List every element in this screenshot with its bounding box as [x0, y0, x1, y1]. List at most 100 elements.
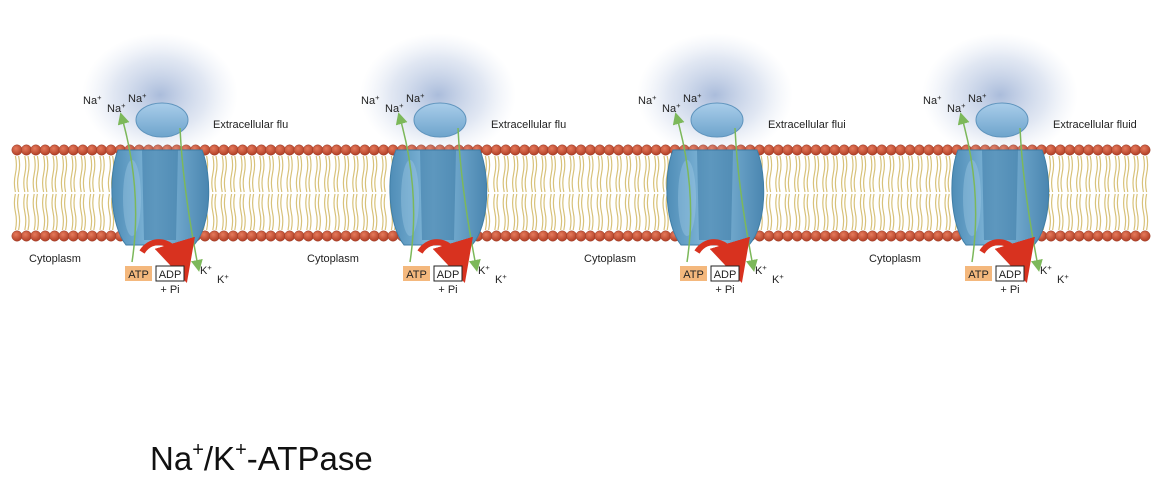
lipid-head-outer	[1045, 144, 1057, 156]
atpase-cap	[975, 102, 1029, 138]
lipid-head-inner	[359, 230, 371, 242]
lipid-tail-pair	[23, 155, 30, 231]
lipid-head-outer	[1054, 144, 1066, 156]
lipid-head-inner	[340, 230, 352, 242]
lipid-tail-pair	[361, 155, 368, 231]
lipid-head-outer	[349, 144, 361, 156]
atp-hydrolysis-arrow	[694, 236, 750, 283]
lipid-head-outer	[246, 144, 258, 156]
adp-label: ADP	[714, 269, 737, 281]
lipid-tail-pair	[878, 155, 885, 231]
lipid-head-inner	[312, 230, 324, 242]
sodium-glow	[82, 33, 238, 157]
lipid-head-inner	[660, 230, 672, 242]
lipid-head-outer	[932, 144, 944, 156]
sodium-ion-label-2: Na+	[662, 101, 681, 115]
lipid-head-outer	[490, 144, 502, 156]
extracellular-fluid-label: Extracellular flui	[768, 119, 846, 131]
lipid-head-outer	[1101, 144, 1113, 156]
adp-label: ADP	[999, 269, 1022, 281]
potassium-ion-label-2: K+	[772, 272, 784, 286]
lipid-head-outer	[537, 144, 549, 156]
lipid-head-outer	[77, 144, 89, 156]
lipid-head-outer	[556, 144, 568, 156]
lipid-tail-pair	[277, 155, 284, 231]
phosphate-label: + Pi	[160, 284, 179, 296]
lipid-tail-pair	[888, 155, 895, 231]
extracellular-fluid-label: Extracellular fluid	[1053, 119, 1137, 131]
sodium-arrow	[957, 112, 977, 263]
lipid-head-inner	[763, 230, 775, 242]
lipid-head-outer	[1139, 144, 1151, 156]
lipid-head-inner	[39, 230, 51, 242]
atp-label: ATP	[683, 269, 704, 281]
lipid-tail-pair	[869, 155, 876, 231]
lipid-head-inner	[613, 230, 625, 242]
lipid-head-inner	[1054, 230, 1066, 242]
lipid-head-outer	[255, 144, 267, 156]
lipid-tail-pair	[577, 155, 585, 231]
lipid-head-outer	[481, 144, 493, 156]
lipid-head-outer	[96, 144, 108, 156]
atp-label: ATP	[128, 269, 149, 281]
lipid-tail-pair	[1104, 155, 1111, 231]
lipid-head-inner	[895, 230, 907, 242]
lipid-tail-pair	[925, 155, 932, 231]
lipid-head-outer	[378, 144, 390, 156]
lipid-head-inner	[932, 230, 944, 242]
lipid-tail-pair	[79, 155, 86, 231]
lipid-head-outer	[829, 144, 841, 156]
lipid-tail-pair	[371, 155, 378, 231]
lipid-head-inner	[838, 230, 850, 242]
lipid-tail-pair	[1113, 155, 1120, 231]
lipid-head-inner	[876, 230, 888, 242]
lipid-head-outer	[810, 144, 822, 156]
lipid-tail-pair	[333, 155, 340, 231]
lipid-head-inner	[509, 230, 521, 242]
lipid-head-inner	[584, 230, 596, 242]
lipid-tail-pair	[220, 155, 227, 231]
lipid-head-inner	[801, 230, 813, 242]
lipid-head-outer	[923, 144, 935, 156]
lipid-head-inner	[1064, 230, 1076, 242]
sodium-ion-label-1: Na+	[638, 93, 657, 107]
lipid-head-inner	[349, 230, 361, 242]
lipid-tail-pair	[295, 155, 303, 231]
lipid-tail-pair	[568, 155, 575, 231]
lipid-head-outer	[885, 144, 897, 156]
lipid-head-inner	[1111, 230, 1123, 242]
lipid-head-inner	[378, 230, 390, 242]
lipid-head-outer	[321, 144, 333, 156]
phosphate-label: + Pi	[715, 284, 734, 296]
lipid-tail-pair	[51, 155, 58, 231]
lipid-head-inner	[622, 230, 634, 242]
lipid-head-outer	[904, 144, 916, 156]
lipid-head-outer	[819, 144, 831, 156]
sodium-arrow	[117, 112, 137, 263]
atp-box	[680, 266, 707, 281]
lipid-head-outer	[584, 144, 596, 156]
lipid-head-outer	[284, 144, 296, 156]
sodium-ion-label-3: Na+	[406, 91, 425, 105]
lipid-head-inner	[885, 230, 897, 242]
potassium-ion-label-1: K+	[1040, 263, 1052, 277]
sodium-ion-label-3: Na+	[683, 91, 702, 105]
lipid-tail-pair	[70, 155, 77, 231]
lipid-head-inner	[650, 230, 662, 242]
lipid-head-inner	[575, 230, 587, 242]
lipid-head-outer	[566, 144, 578, 156]
lipid-head-inner	[866, 230, 878, 242]
sodium-ion-label-3: Na+	[128, 91, 147, 105]
lipid-tail-pair	[352, 155, 359, 231]
lipid-head-outer	[1130, 144, 1142, 156]
lipid-head-inner	[594, 230, 606, 242]
lipid-head-outer	[876, 144, 888, 156]
lipid-tail-pair	[944, 155, 951, 231]
potassium-ion-label-2: K+	[1057, 272, 1069, 286]
lipid-head-inner	[1045, 230, 1057, 242]
lipid-head-outer	[368, 144, 380, 156]
lipid-head-outer	[11, 144, 23, 156]
atpase-cap	[690, 102, 744, 138]
lipid-head-outer	[1083, 144, 1095, 156]
lipid-head-outer	[312, 144, 324, 156]
